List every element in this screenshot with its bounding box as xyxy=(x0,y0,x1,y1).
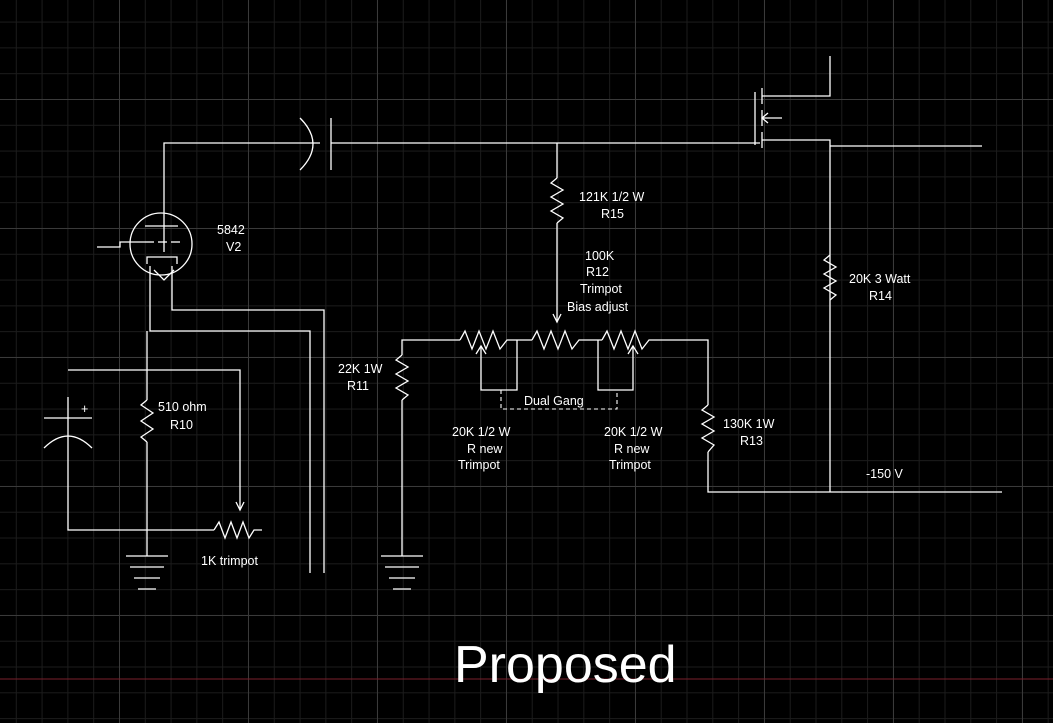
r13-value-label: 130K 1W xyxy=(723,417,775,431)
r15-value-label: 121K 1/2 W xyxy=(579,190,645,204)
r10-ref-label: R10 xyxy=(170,418,193,432)
tube-type-label: 5842 xyxy=(217,223,245,237)
vacuum-tube-5842 xyxy=(97,213,324,573)
r14-value-label: 20K 3 Watt xyxy=(849,272,911,286)
bias-network xyxy=(402,331,708,409)
r-new-left-line3: Trimpot xyxy=(458,458,500,472)
diagram-title: Proposed xyxy=(454,636,677,694)
resistor-r14 xyxy=(824,255,836,300)
coupling-capacitor xyxy=(300,118,331,170)
r14-ref-label: R14 xyxy=(869,289,892,303)
r13-ref-label: R13 xyxy=(740,434,763,448)
top-bus-wire xyxy=(164,143,760,252)
resistor-r13 xyxy=(702,405,1002,492)
r-new-left-value: 20K 1/2 W xyxy=(452,425,511,439)
dual-gang-link xyxy=(501,390,617,409)
resistor-r11 xyxy=(396,355,408,556)
ground-left xyxy=(126,556,168,589)
r10-value-label: 510 ohm xyxy=(158,400,207,414)
rail-voltage-label: -150 V xyxy=(866,467,903,481)
bypass-capacitor xyxy=(44,418,92,448)
resistor-r15 xyxy=(551,143,563,322)
mosfet-transistor xyxy=(755,56,982,492)
r12-kind-label: Trimpot xyxy=(580,282,622,296)
r15-ref-label: R15 xyxy=(601,207,624,221)
cathode-wiring xyxy=(68,331,262,556)
r-new-right-value: 20K 1/2 W xyxy=(604,425,663,439)
r-new-right-line2: R new xyxy=(614,442,650,456)
r-new-left-line2: R new xyxy=(467,442,503,456)
r12-value-label: 100K xyxy=(585,249,615,263)
r12-ref-label: R12 xyxy=(586,265,609,279)
capacitor-polarity-label: + xyxy=(81,402,88,416)
tube-ref-label: V2 xyxy=(226,240,241,254)
r-new-right-line3: Trimpot xyxy=(609,458,651,472)
r11-value-label: 22K 1W xyxy=(338,362,383,376)
r11-ref-label: R11 xyxy=(347,379,369,393)
trimpot-1k-label: 1K trimpot xyxy=(201,554,258,568)
r12-note-label: Bias adjust xyxy=(567,300,629,314)
dual-gang-label: Dual Gang xyxy=(524,394,584,408)
ground-middle xyxy=(381,556,423,589)
